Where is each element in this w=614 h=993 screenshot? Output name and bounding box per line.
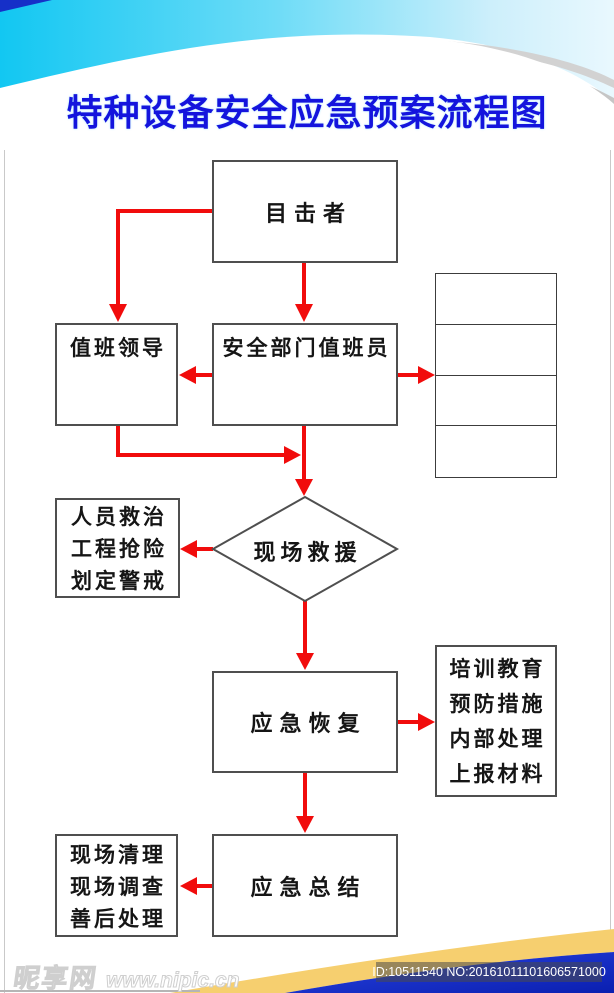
node-witness-label: 目击者 — [264, 200, 352, 226]
decision-diamond — [210, 495, 400, 603]
node-emergency-summary: 应急总结 — [212, 834, 398, 937]
node-witness: 目击者 — [212, 160, 398, 263]
watermark-site-name: 昵享网 — [11, 963, 100, 993]
followup-measures-line: 预防措施 — [449, 693, 546, 716]
node-cleanup-actions: 现场清理 现场调查 善后处理 — [55, 834, 178, 937]
watermark: 昵享网 www.nipic.cn — [11, 958, 240, 993]
page-title: 特种设备安全应急预案流程图 — [66, 92, 548, 133]
node-blank-table — [435, 273, 557, 478]
blank-table-row — [436, 426, 556, 477]
red-arrow-heads — [109, 304, 435, 895]
rescue-actions-line: 工程抢险 — [71, 538, 167, 561]
node-emergency-recovery-label: 应急恢复 — [250, 711, 367, 736]
watermark-url: www.nipic.cn — [106, 969, 240, 993]
node-onsite-rescue-label: 现场救援 — [253, 540, 362, 565]
followup-measures-line: 培训教育 — [449, 658, 546, 681]
node-safety-duty-officer-label: 安全部门值班员 — [222, 337, 391, 360]
node-emergency-summary-label: 应急总结 — [250, 874, 367, 900]
node-rescue-actions: 人员救治 工程抢险 划定警戒 — [55, 498, 180, 598]
left-border-line — [4, 0, 5, 993]
node-emergency-recovery: 应急恢复 — [212, 671, 398, 773]
followup-measures-line: 内部处理 — [449, 728, 546, 751]
red-arrow-lines — [116, 209, 419, 888]
node-followup-measures: 培训教育 预防措施 内部处理 上报材料 — [435, 645, 557, 797]
node-duty-leader-label: 值班领导 — [70, 337, 166, 360]
cleanup-actions-line: 现场调查 — [70, 876, 166, 899]
followup-measures-line: 上报材料 — [449, 763, 546, 786]
blank-table-row — [436, 376, 556, 427]
blank-table-row — [436, 325, 556, 376]
cleanup-actions-line: 善后处理 — [70, 908, 166, 931]
node-safety-duty-officer: 安全部门值班员 — [212, 323, 398, 426]
blank-table-row — [436, 274, 556, 325]
bottom-border-line — [0, 990, 200, 992]
rescue-actions-line: 划定警戒 — [71, 570, 167, 593]
right-border-line — [610, 0, 611, 993]
rescue-actions-line: 人员救治 — [71, 506, 167, 529]
cleanup-actions-line: 现场清理 — [70, 844, 166, 867]
node-duty-leader: 值班领导 — [55, 323, 178, 426]
image-id-badge: ID:10511540 NO:20161011101606571000 — [372, 962, 606, 982]
header-swoosh-art — [0, 0, 614, 150]
